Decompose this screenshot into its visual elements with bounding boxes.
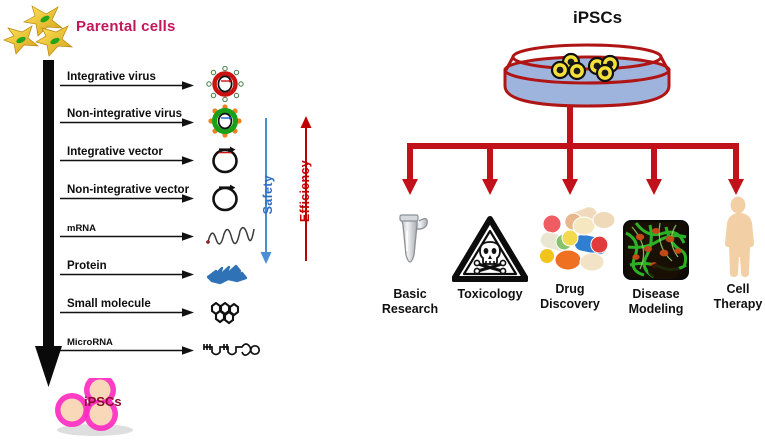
application-label-line1: Toxicology bbox=[457, 287, 523, 301]
small-molecule-icon bbox=[210, 301, 240, 325]
integrative-virus-icon bbox=[206, 66, 244, 102]
mrna-icon bbox=[206, 226, 255, 245]
parental-cells-illustration bbox=[2, 2, 82, 64]
method-arrow-icon bbox=[60, 194, 194, 203]
application-cell-therapy: Cell Therapy bbox=[690, 196, 765, 312]
application-label-line2: Research bbox=[381, 302, 439, 316]
method-arrow-icon bbox=[60, 118, 194, 127]
petri-dish-icon bbox=[497, 40, 677, 110]
applications-branch-arrows bbox=[395, 105, 755, 200]
parental-cells-label: Parental cells bbox=[76, 18, 176, 35]
method-row-integrative-vector: Integrative vector bbox=[60, 133, 260, 174]
method-row-non-integrative-virus: Non-integrative virus bbox=[60, 95, 260, 138]
method-arrow-icon bbox=[60, 156, 194, 165]
method-row-non-integrative-vector: Non-integrative vector bbox=[60, 171, 260, 212]
pills-icon bbox=[522, 200, 618, 278]
method-row-integrative-virus: Integrative virus bbox=[60, 58, 260, 102]
application-label-line1: Cell bbox=[726, 282, 750, 296]
human-silhouette-icon bbox=[690, 196, 765, 278]
non-integrative-vector-icon bbox=[212, 184, 238, 212]
method-arrow-icon bbox=[60, 81, 194, 90]
eppendorf-tube-icon bbox=[362, 205, 458, 283]
application-label-line2: Therapy bbox=[713, 297, 763, 311]
method-arrow-icon bbox=[60, 270, 194, 279]
method-label: MicroRNA bbox=[67, 337, 113, 348]
application-label-line1: Disease bbox=[632, 287, 680, 301]
method-label: Protein bbox=[67, 260, 107, 272]
ipsc-title: iPSCs bbox=[573, 8, 623, 27]
safety-label: Safety bbox=[261, 175, 275, 215]
method-label: mRNA bbox=[67, 223, 97, 234]
non-integrative-virus-icon bbox=[208, 104, 242, 138]
method-row-small-molecule: Small molecule bbox=[60, 285, 260, 325]
efficiency-label: Efficiency bbox=[298, 160, 312, 223]
application-label-line2: Discovery bbox=[540, 297, 600, 311]
method-arrow-icon bbox=[60, 308, 194, 317]
integrative-vector-icon bbox=[212, 146, 238, 174]
application-basic-research: Basic Research bbox=[362, 205, 458, 317]
safety-efficiency-axes bbox=[258, 112, 318, 272]
method-row-mrna: mRNA bbox=[60, 209, 260, 247]
ipsc-colony-illustration bbox=[55, 374, 150, 436]
toxicology-skull-icon bbox=[442, 205, 538, 283]
method-row-microrna: MicroRNA bbox=[60, 323, 261, 361]
method-label: Integrative vector bbox=[67, 146, 163, 158]
method-label: Small molecule bbox=[67, 298, 151, 310]
application-disease-modeling: Disease Modeling bbox=[608, 205, 704, 317]
application-label-line1: Basic bbox=[393, 287, 427, 301]
protein-icon bbox=[206, 264, 248, 285]
method-label: Non-integrative virus bbox=[67, 108, 183, 120]
application-drug-discovery: Drug Discovery bbox=[522, 200, 618, 312]
application-toxicology: Toxicology bbox=[442, 205, 538, 302]
method-row-protein: Protein bbox=[60, 247, 260, 285]
method-arrow-icon bbox=[60, 232, 194, 241]
application-label-line2: Modeling bbox=[628, 302, 684, 316]
application-label-line1: Drug bbox=[555, 282, 585, 296]
ipsc-output-label: iPSCs bbox=[84, 394, 122, 409]
microrna-icon bbox=[203, 343, 261, 356]
reprogramming-direction-arrow bbox=[32, 60, 72, 395]
method-arrow-icon bbox=[60, 346, 194, 355]
method-label: Integrative virus bbox=[67, 71, 156, 83]
method-label: Non-integrative vector bbox=[67, 184, 190, 196]
fluorescence-micrograph-icon bbox=[608, 205, 704, 283]
